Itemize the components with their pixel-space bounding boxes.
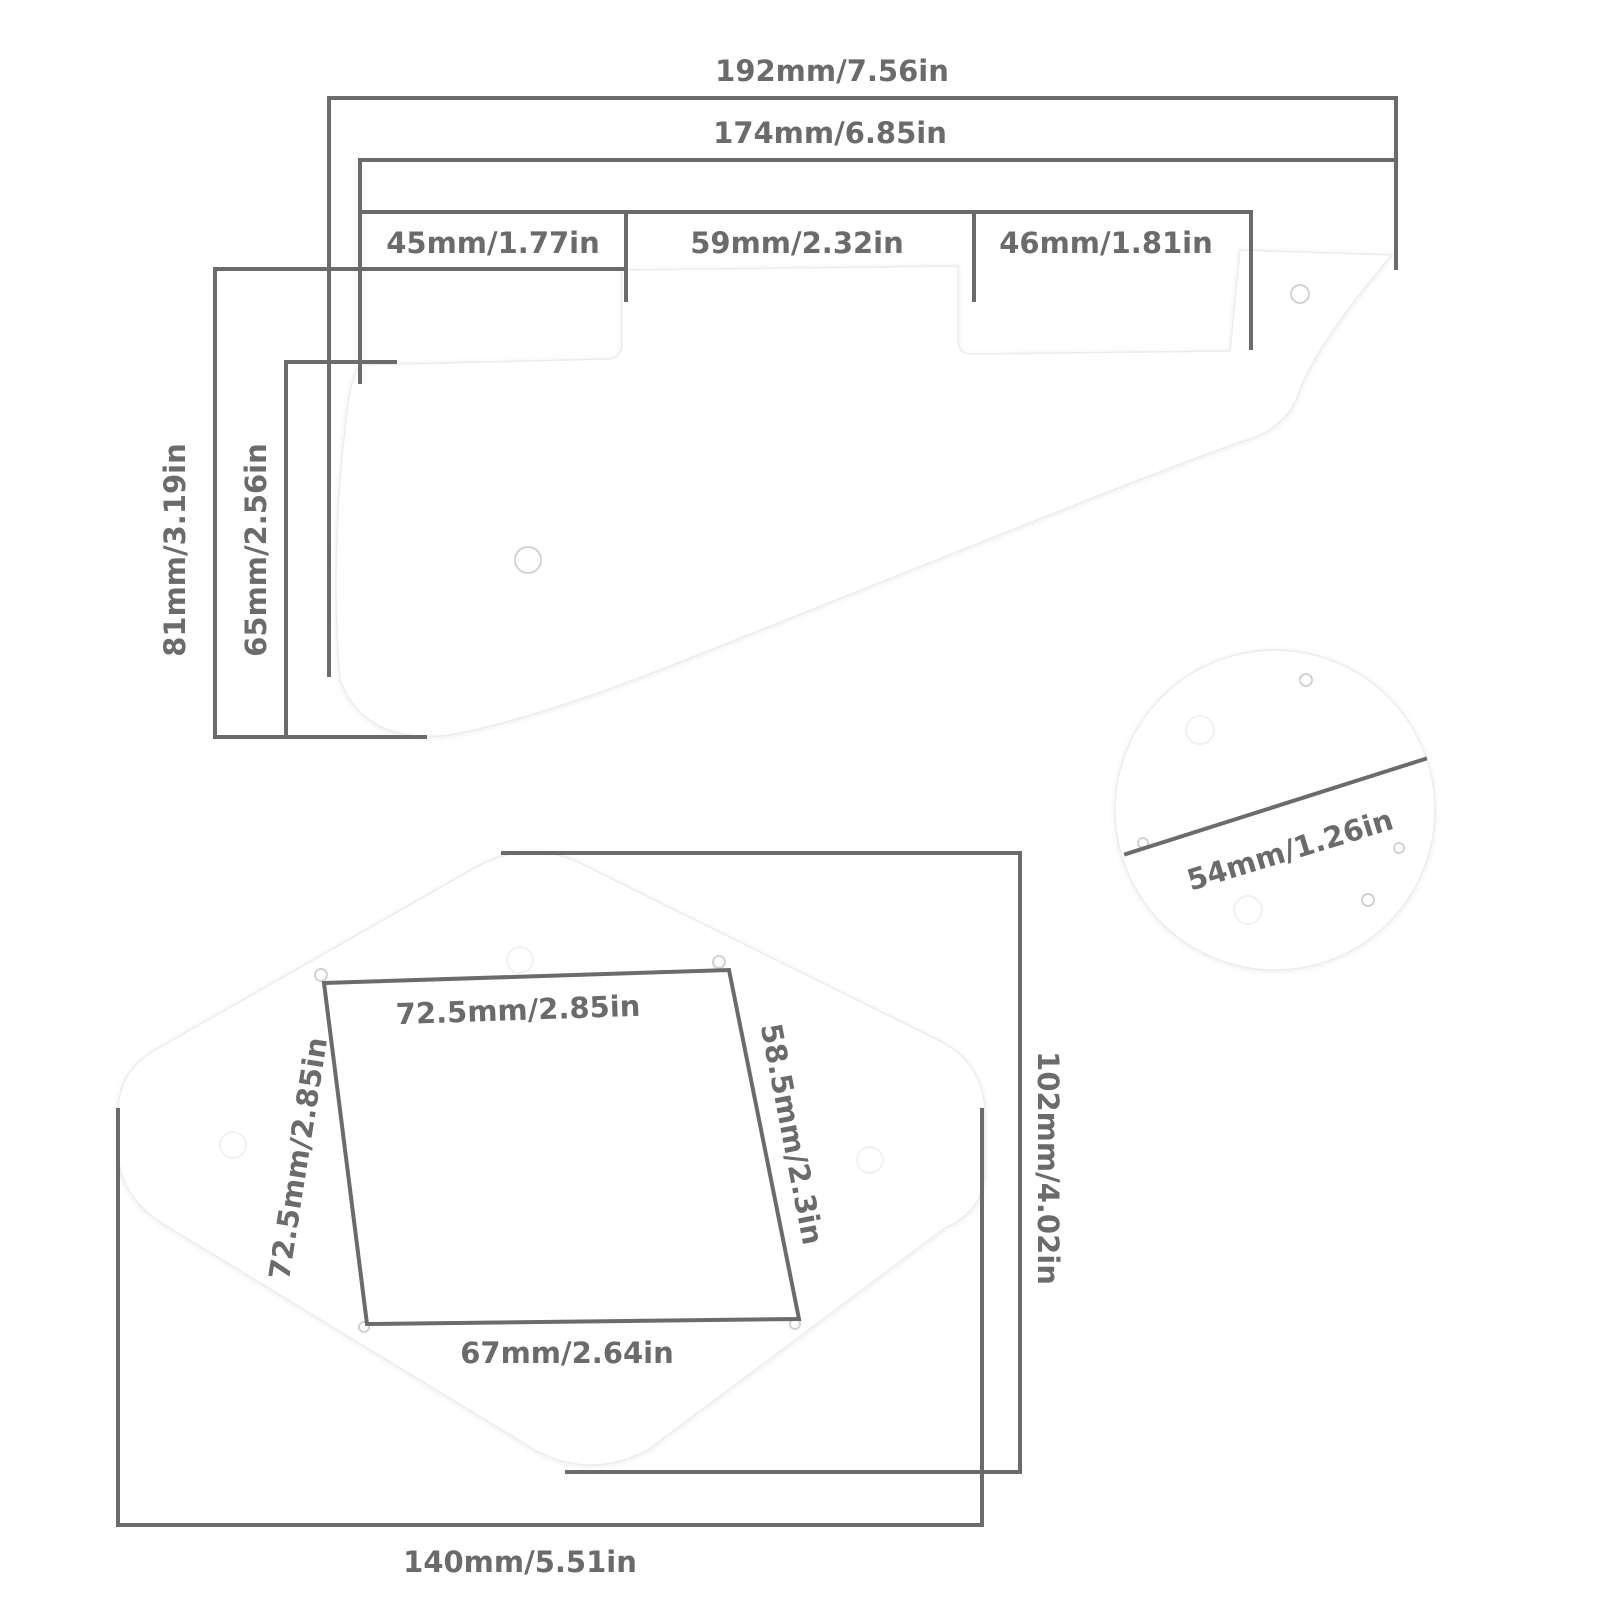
dim-line-102mm	[501, 851, 1022, 1474]
dim-line-192mm	[327, 96, 1398, 677]
label-59mm: 59mm/2.32in	[690, 226, 904, 260]
dim-line-54mm	[1123, 756, 1428, 857]
dim-line-81mm	[213, 267, 628, 739]
label-46mm: 46mm/1.81in	[999, 226, 1213, 260]
dim-line-140mm	[116, 1108, 984, 1527]
dim-inner-quad	[321, 967, 802, 1327]
label-65mm: 65mm/2.56in	[239, 443, 273, 657]
round-cover-shape	[1114, 649, 1436, 971]
back-plate-hole-top-left	[314, 968, 328, 982]
back-plate-mark-right	[856, 1146, 884, 1174]
label-192mm: 192mm/7.56in	[715, 54, 949, 88]
dim-line-segments	[360, 210, 1253, 350]
round-cover-hole-3	[1361, 893, 1375, 907]
label-81mm: 81mm/3.19in	[158, 443, 192, 657]
label-102mm: 102mm/4.02in	[1031, 1051, 1065, 1285]
pickguard-shape	[335, 249, 1394, 738]
back-plate: 72.5mm/2.85in 72.5mm/2.85in 58.5mm/2.3in…	[116, 851, 1065, 1579]
label-bottom-67mm: 67mm/2.64in	[460, 1336, 674, 1370]
round-cover: 54mm/1.26in	[1114, 649, 1436, 971]
round-cover-hole-2	[1393, 842, 1405, 854]
pickguard-screw-hole-bottom	[514, 546, 542, 574]
dim-line-65mm	[284, 360, 397, 739]
pickguard-screw-hole-tip	[1290, 284, 1310, 304]
back-plate-mark-left	[219, 1131, 247, 1159]
pickguard-dimensions: 192mm/7.56in 174mm/6.85in 45mm/1.77in 59…	[158, 54, 1398, 739]
round-cover-mark-2	[1233, 895, 1263, 925]
label-174mm: 174mm/6.85in	[713, 116, 947, 150]
back-plate-shape	[117, 851, 986, 1466]
back-plate-mark-top	[506, 946, 534, 974]
round-cover-mark-1	[1185, 715, 1215, 745]
label-45mm: 45mm/1.77in	[386, 226, 600, 260]
pickguard	[335, 249, 1394, 738]
label-140mm: 140mm/5.51in	[403, 1545, 637, 1579]
round-cover-hole-1	[1299, 673, 1313, 687]
back-plate-hole-top-right	[712, 955, 726, 969]
dim-line-174mm	[358, 158, 1398, 384]
